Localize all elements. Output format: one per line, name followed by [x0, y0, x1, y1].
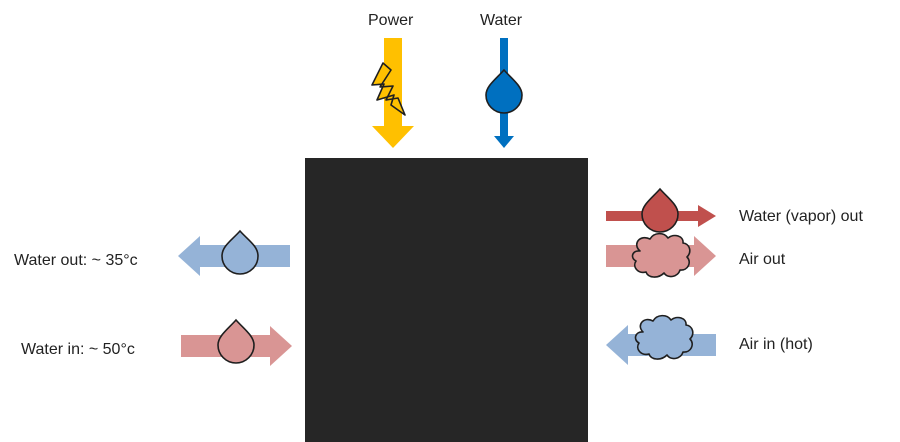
water-out-arrow — [178, 229, 290, 276]
process-unit-box — [305, 158, 588, 442]
vapor-out-label: Water (vapor) out — [739, 208, 863, 225]
water-drop-icon — [217, 318, 255, 364]
water-drop-icon — [485, 68, 523, 114]
air-out-arrow — [606, 232, 716, 278]
water-label: Water — [480, 12, 523, 29]
water-drop-icon — [221, 229, 259, 275]
water-input-arrow — [485, 38, 523, 148]
water-in-arrow — [181, 318, 292, 366]
air-out-label: Air out — [739, 251, 786, 268]
water-out-label: Water out: ~ 35°c — [14, 252, 138, 269]
power-label: Power — [368, 12, 414, 29]
vapor-out-arrow — [606, 187, 716, 233]
lightning-bolt-icon — [371, 62, 406, 116]
cloud-icon — [631, 232, 691, 278]
power-input-arrow — [371, 38, 414, 148]
air-in-label: Air in (hot) — [739, 336, 813, 353]
air-in-arrow — [606, 314, 716, 365]
cloud-icon — [634, 314, 694, 360]
water-drop-icon — [641, 187, 679, 233]
water-in-label: Water in: ~ 50°c — [21, 341, 135, 358]
